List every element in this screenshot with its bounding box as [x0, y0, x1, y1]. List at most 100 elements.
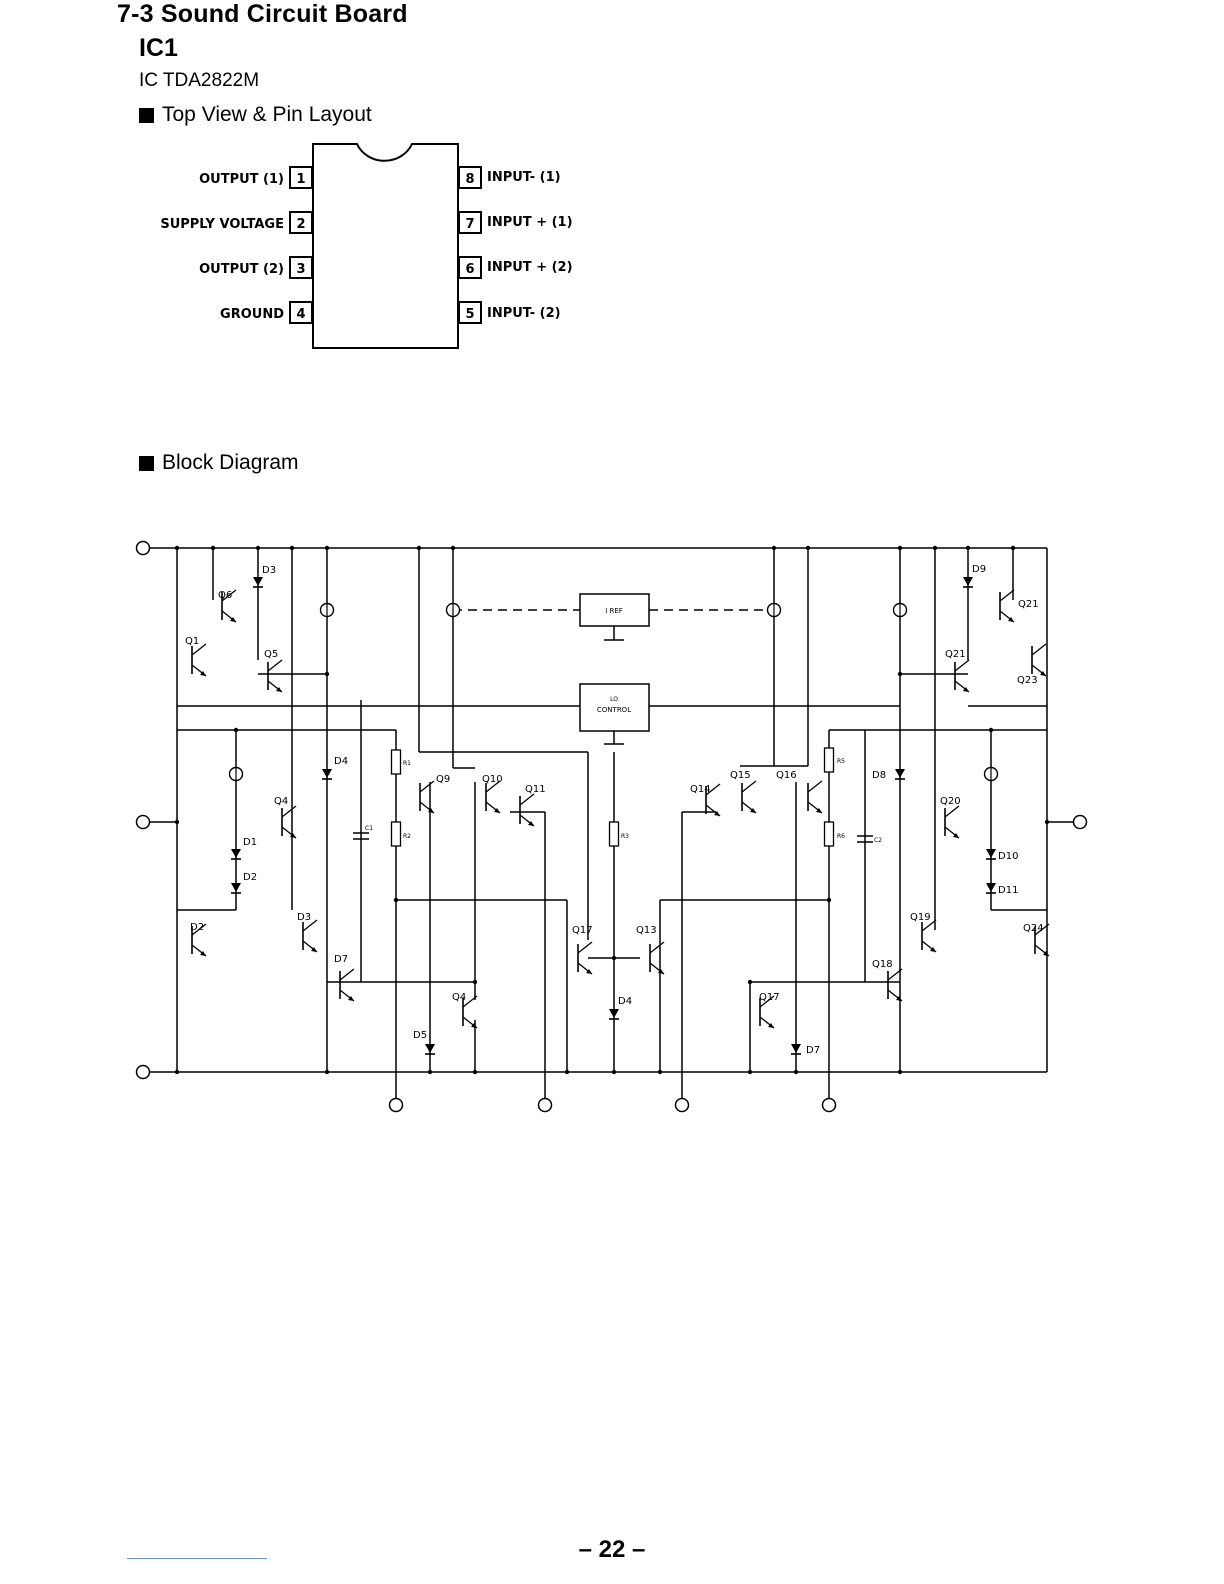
transistor-d3-icon: [302, 919, 318, 953]
footer-line: [127, 1558, 267, 1559]
label-q16: Q16: [776, 770, 797, 781]
label-q14: Q14: [690, 784, 711, 795]
label-q11: Q11: [525, 784, 546, 795]
pin-label: INPUT- (1): [487, 170, 561, 185]
block-diagram-heading: Block Diagram: [139, 451, 299, 475]
terminal-input: [821, 1097, 837, 1113]
part-number: IC TDA2822M: [139, 70, 260, 91]
transistor-q15-icon: [741, 780, 757, 814]
resistor-r1-icon: [390, 749, 402, 775]
label-d2-q: D2: [190, 922, 204, 933]
pin-box-8: [458, 166, 482, 189]
label-d7: D7: [806, 1045, 820, 1056]
pin-number: 3: [296, 262, 305, 277]
pin-number: 1: [296, 172, 305, 187]
pin-layout-diagram: 1 2 3 4 8 7 6 5 OUTPUT (1) SUPPLY VOLTAG…: [160, 143, 573, 349]
transistor-q13-icon: [649, 941, 665, 975]
current-source-icon: [766, 602, 782, 618]
page-number: – 22 –: [578, 1536, 646, 1563]
diode-d9-icon: [962, 576, 974, 588]
iref-block: [579, 593, 650, 627]
terminal-input: [537, 1097, 553, 1113]
section-title: 7-3 Sound Circuit Board: [117, 0, 408, 28]
block-diagram-schematic: I REF LO CONTROL: [135, 540, 1088, 1113]
label-c2: C2: [874, 837, 882, 844]
diode-d1-icon: [230, 848, 242, 860]
terminal-supply: [135, 540, 151, 556]
pin-label: GROUND: [220, 307, 284, 322]
label-r1: R1: [403, 760, 411, 767]
pin-number: 2: [296, 217, 305, 232]
resistor-r3-icon: [608, 821, 620, 847]
label-q23: Q23: [1017, 675, 1038, 686]
lo-label: LO: [610, 696, 618, 703]
label-q13: Q13: [636, 925, 657, 936]
label-q21b: Q21: [945, 649, 966, 660]
terminal-input: [388, 1097, 404, 1113]
diode-d4-icon: [321, 768, 333, 780]
label-d1: D1: [243, 837, 257, 848]
label-q9: Q9: [436, 774, 450, 785]
diode-d11-icon: [985, 882, 997, 894]
transistor-q19-icon: [921, 919, 937, 953]
label-d9: D9: [972, 564, 986, 575]
terminal-output2: [1072, 814, 1088, 830]
ic-label: IC1: [139, 34, 178, 62]
block-diagram-heading-text: Block Diagram: [162, 451, 299, 474]
pin-layout-heading-text: Top View & Pin Layout: [162, 103, 372, 126]
pin-number: 6: [465, 262, 474, 277]
transistor-q5-icon: [267, 659, 283, 693]
transistor-q10-icon: [485, 780, 501, 814]
diode-d10-icon: [985, 848, 997, 860]
label-d10: D10: [998, 851, 1018, 862]
label-d3-q: D3: [297, 912, 311, 923]
transistor-q23-icon: [1031, 643, 1047, 677]
pin-box-2: [289, 211, 313, 234]
transistor-d7-icon: [339, 968, 355, 1002]
current-source-icon: [319, 602, 335, 618]
lo-control-block: [579, 683, 650, 732]
current-source-icon: [892, 602, 908, 618]
current-source-icon: [445, 602, 461, 618]
label-r2: R2: [403, 833, 411, 840]
label-d3: D3: [262, 565, 276, 576]
label-q20: Q20: [940, 796, 961, 807]
pin-layout-heading: Top View & Pin Layout: [139, 103, 372, 127]
transistor-q21b-icon: [954, 659, 970, 693]
label-d7-q: D7: [334, 954, 348, 965]
label-c1: C1: [365, 825, 373, 832]
label-q17: Q17: [572, 925, 593, 936]
label-d5: D5: [413, 1030, 427, 1041]
control-label: CONTROL: [597, 706, 631, 714]
transistor-q9-icon: [419, 780, 435, 814]
label-q15: Q15: [730, 770, 751, 781]
label-q17b: Q17: [759, 992, 780, 1003]
resistor-r6-icon: [823, 821, 835, 847]
pin-label: INPUT + (1): [487, 215, 573, 230]
label-q4: Q4: [274, 796, 288, 807]
pin-box-4: [289, 301, 313, 324]
pin-label: SUPPLY VOLTAGE: [160, 217, 284, 232]
current-source-icon: [228, 766, 244, 782]
label-d8: D8: [872, 770, 886, 781]
diode-d7-icon: [790, 1043, 802, 1055]
pin-number: 8: [465, 172, 474, 187]
diode-d3-icon: [252, 576, 264, 588]
pin-label: INPUT- (2): [487, 306, 561, 321]
transistor-q20-icon: [944, 805, 960, 839]
transistor-q4-icon: [281, 805, 297, 839]
pin-label: OUTPUT (1): [199, 172, 284, 187]
terminal-input: [674, 1097, 690, 1113]
label-q6: Q6: [218, 590, 232, 601]
resistor-r2-icon: [390, 821, 402, 847]
label-r6: R6: [837, 833, 845, 840]
label-r5: R5: [837, 758, 845, 765]
pin-box-5: [458, 301, 482, 324]
label-q24: Q24: [1023, 923, 1044, 934]
pin-box-1: [289, 166, 313, 189]
label-d2: D2: [243, 872, 257, 883]
pin-label: INPUT + (2): [487, 260, 573, 275]
transistor-q11-icon: [519, 793, 535, 827]
pin-box-6: [458, 256, 482, 279]
label-q1: Q1: [185, 636, 199, 647]
